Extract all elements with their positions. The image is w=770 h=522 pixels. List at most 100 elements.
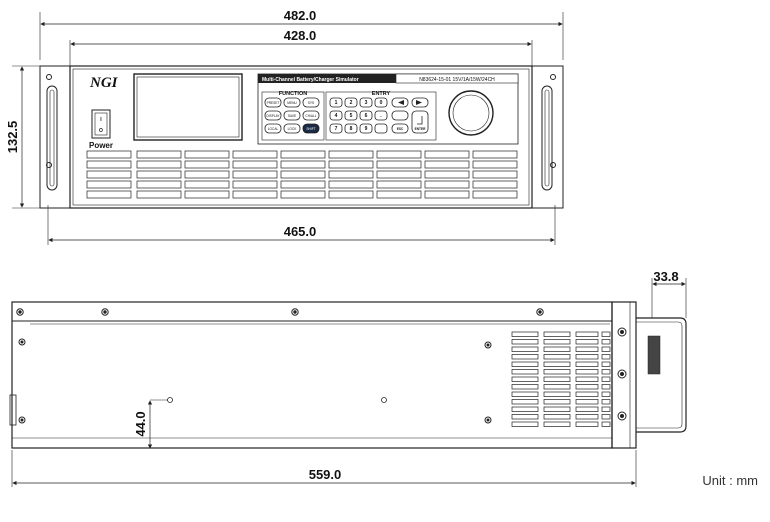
- entry-key[interactable]: [329, 110, 343, 121]
- vent-slot: [472, 160, 518, 169]
- esc-key[interactable]: [391, 123, 409, 134]
- vent-slot: [86, 170, 132, 179]
- vent-slot: [424, 150, 470, 159]
- entry-key-label: 6: [365, 113, 368, 119]
- vent-slot: [511, 391, 539, 397]
- function-key-label: MENU: [287, 101, 297, 105]
- power-label: Power: [89, 141, 113, 150]
- power-switch-on-mark: I: [100, 117, 102, 123]
- function-key-local[interactable]: [264, 123, 282, 134]
- vent-slot: [575, 346, 599, 352]
- entry-key[interactable]: [391, 110, 409, 121]
- brand-logo: NGI: [89, 75, 119, 91]
- vent-slot: [280, 160, 326, 169]
- vent-slot: [232, 190, 278, 199]
- vent-slot: [543, 346, 571, 352]
- vent-slot: [184, 170, 230, 179]
- vent-slot: [543, 399, 571, 405]
- function-key-label: DISPLAY: [266, 114, 280, 118]
- vent-slot: [184, 150, 230, 159]
- vent-slot: [601, 346, 611, 352]
- vent-slot: [575, 361, 599, 367]
- function-key-menu[interactable]: [283, 97, 301, 108]
- vent-slot: [601, 399, 611, 405]
- function-key-display[interactable]: [264, 110, 282, 121]
- function-key-shift[interactable]: [302, 123, 320, 134]
- entry-key[interactable]: [359, 97, 373, 108]
- vent-slot: [601, 361, 611, 367]
- vent-slot: [424, 160, 470, 169]
- dim-label-428: 428.0: [284, 28, 317, 43]
- entry-key-label: 4: [335, 113, 338, 119]
- function-key-label: SYS: [308, 101, 314, 105]
- vent-slot: [601, 331, 611, 337]
- vent-slot: [136, 160, 182, 169]
- vent-slot: [136, 170, 182, 179]
- entry-key[interactable]: [329, 123, 343, 134]
- entry-key-label: 2: [350, 100, 353, 106]
- vent-slot: [511, 399, 539, 405]
- entry-key-label: 0: [380, 100, 383, 106]
- rear-handle: [636, 317, 687, 433]
- vent-slot: [232, 180, 278, 189]
- vent-slot: [575, 331, 599, 337]
- vent-slot: [543, 354, 571, 360]
- entry-key[interactable]: [359, 123, 373, 134]
- left-arrow-key[interactable]: [391, 97, 409, 108]
- vent-slot: [424, 180, 470, 189]
- vent-slot: [543, 414, 571, 420]
- entry-key[interactable]: [344, 110, 358, 121]
- vent-slot: [136, 150, 182, 159]
- entry-key[interactable]: [344, 97, 358, 108]
- entry-key[interactable]: [344, 123, 358, 134]
- power-switch-off-mark: O: [99, 128, 103, 134]
- vent-slot: [136, 180, 182, 189]
- entry-key[interactable]: [374, 97, 388, 108]
- vent-slot: [184, 190, 230, 199]
- function-key-save[interactable]: [283, 110, 301, 121]
- dim-label-33: 33.8: [653, 269, 678, 284]
- entry-key[interactable]: [329, 97, 343, 108]
- vent-slot: [472, 180, 518, 189]
- vent-slot: [511, 331, 539, 337]
- function-key-chall[interactable]: [302, 110, 320, 121]
- enter-key[interactable]: [411, 110, 429, 134]
- dim-label-44: 44.0: [133, 411, 148, 436]
- entry-keys: [329, 97, 429, 134]
- function-key-lock[interactable]: [283, 123, 301, 134]
- entry-key[interactable]: [374, 123, 388, 134]
- rotary-knob[interactable]: [448, 90, 494, 136]
- vent-slot: [472, 190, 518, 199]
- vent-slot: [511, 354, 539, 360]
- function-key-sys[interactable]: [302, 97, 320, 108]
- entry-key[interactable]: [374, 110, 388, 121]
- vent-slot: [543, 331, 571, 337]
- vent-slot: [543, 376, 571, 382]
- front-view: [12, 12, 564, 245]
- unit-label: Unit : mm: [702, 473, 758, 488]
- vent-slot: [601, 384, 611, 390]
- function-key-label: LOCAL: [268, 127, 279, 131]
- vent-slot: [86, 180, 132, 189]
- dim-label-132: 132.5: [5, 121, 20, 154]
- vent-slot: [232, 170, 278, 179]
- side-view: [9, 278, 687, 487]
- vent-slot: [86, 190, 132, 199]
- right-arrow-key[interactable]: [411, 97, 429, 108]
- vent-slot: [601, 376, 611, 382]
- function-key-preset[interactable]: [264, 97, 282, 108]
- vent-slot: [601, 406, 611, 412]
- vent-slot: [543, 406, 571, 412]
- vent-slot: [328, 150, 374, 159]
- power-switch[interactable]: [91, 109, 111, 139]
- vent-slot: [511, 414, 539, 420]
- vent-slot: [575, 339, 599, 345]
- vent-slot: [575, 384, 599, 390]
- vent-slot: [232, 150, 278, 159]
- function-keys: [264, 97, 320, 134]
- entry-key[interactable]: [359, 110, 373, 121]
- lcd-screen: [133, 73, 243, 141]
- function-key-label: CH/ALL: [305, 114, 316, 118]
- vent-slot: [376, 190, 422, 199]
